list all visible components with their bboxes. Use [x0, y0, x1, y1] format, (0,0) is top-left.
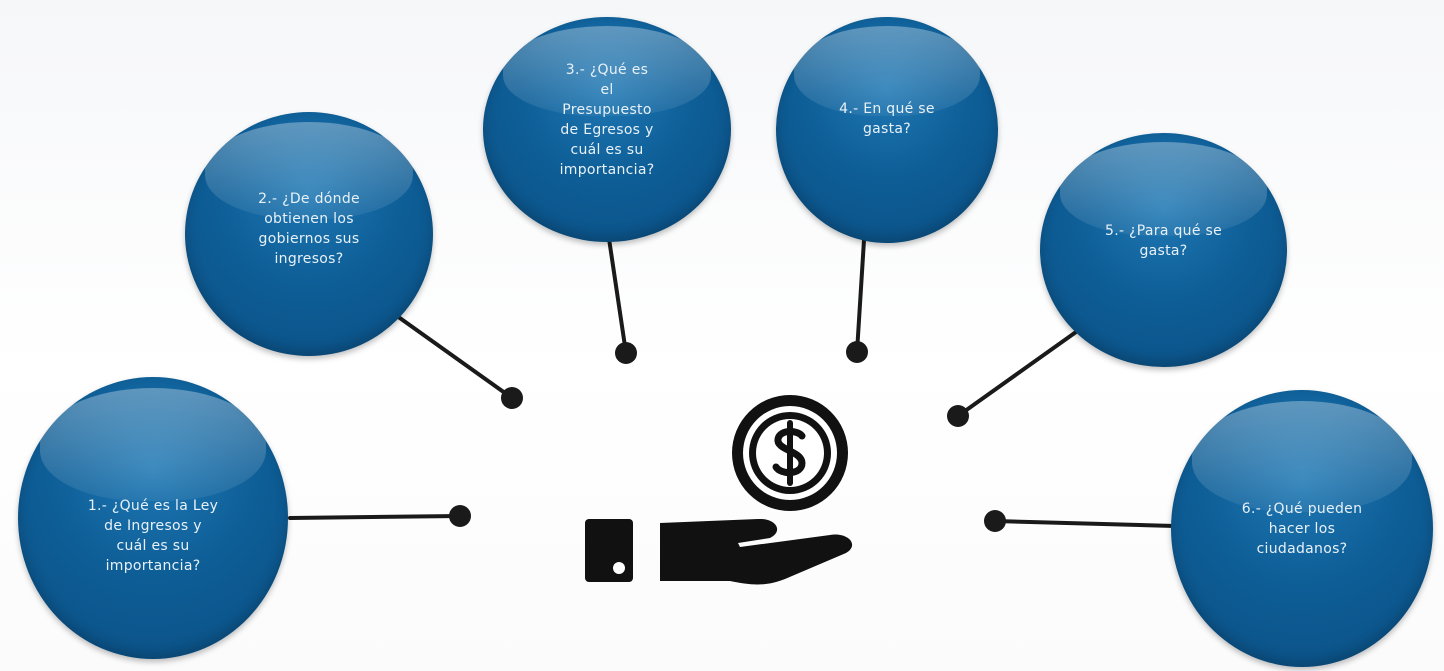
connector-line-q3: [606, 230, 628, 355]
question-4-text: 4.- En qué se gasta?: [839, 101, 935, 137]
connector-dot-q5: [947, 405, 969, 427]
connector-line-q5: [956, 330, 1078, 418]
question-bubble-6: 6.- ¿Qué pueden hacer los ciudadanos?: [1171, 390, 1433, 667]
connector-dot-q1: [449, 505, 471, 527]
question-3-text: 3.- ¿Qué es el Presupuesto de Egresos y …: [559, 61, 655, 178]
cuff-icon: [585, 519, 633, 582]
question-5-text: 5.- ¿Para qué se gasta?: [1105, 223, 1222, 259]
question-bubble-1: 1.- ¿Qué es la Ley de Ingresos y cuál es…: [18, 377, 288, 659]
question-bubble-5: 5.- ¿Para qué se gasta?: [1040, 133, 1287, 367]
dollar-coin-icon: [732, 395, 848, 511]
hand-holding-dollar-coin-icon: [585, 395, 853, 585]
question-1-text: 1.- ¿Qué es la Ley de Ingresos y cuál es…: [87, 498, 219, 574]
connector-line-q1: [288, 514, 462, 520]
connector-dot-q6: [984, 510, 1006, 532]
connector-line-q4: [855, 238, 866, 354]
connector-line-q6: [993, 519, 1177, 528]
connector-dot-q4: [846, 341, 868, 363]
connector-dot-q3: [615, 342, 637, 364]
question-bubble-3: 3.- ¿Qué es el Presupuesto de Egresos y …: [483, 17, 731, 242]
question-bubble-4: 4.- En qué se gasta?: [776, 17, 998, 243]
question-2-text: 2.- ¿De dónde obtienen los gobiernos sus…: [258, 191, 360, 267]
connector-line-q2: [388, 309, 514, 400]
question-6-text: 6.- ¿Qué pueden hacer los ciudadanos?: [1241, 500, 1363, 557]
connector-dot-q2: [501, 387, 523, 409]
open-hand-icon: [660, 518, 853, 585]
question-bubble-2: 2.- ¿De dónde obtienen los gobiernos sus…: [185, 112, 433, 356]
